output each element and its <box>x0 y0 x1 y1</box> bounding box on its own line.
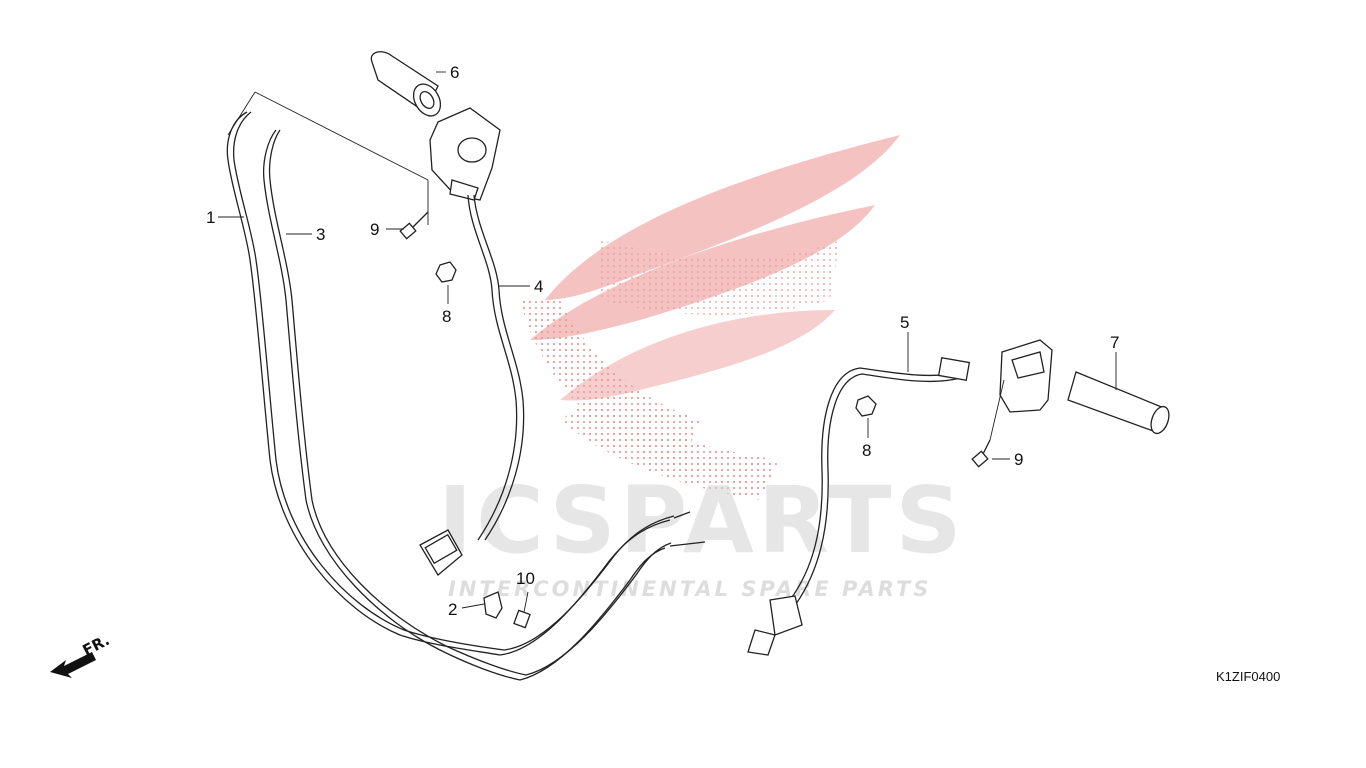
watermark-brand: ICSPARTS <box>438 467 966 574</box>
part-9-screw-left <box>399 211 429 240</box>
watermark-logo: ICSPARTS INTERCONTINENTAL SPARE PARTS <box>438 135 966 601</box>
part-4-switch-cable <box>419 194 525 576</box>
callout-7: 7 <box>1110 333 1119 352</box>
callouts: 6 1 3 9 8 4 2 10 5 7 8 9 <box>206 63 1119 619</box>
front-direction-indicator: FR. <box>50 631 113 678</box>
left-switch-housing <box>429 107 501 201</box>
callout-3: 3 <box>316 225 325 244</box>
part-8-nut-right <box>855 395 877 417</box>
leader-lines <box>218 71 1117 609</box>
part-7-grip <box>1067 371 1170 435</box>
callout-2: 2 <box>448 600 457 619</box>
callout-8-right: 8 <box>862 441 871 460</box>
front-direction-label: FR. <box>80 631 113 660</box>
callout-4: 4 <box>534 277 543 296</box>
watermark-tagline: INTERCONTINENTAL SPARE PARTS <box>448 577 931 601</box>
part-10-bolt <box>513 591 531 629</box>
callout-1: 1 <box>206 208 215 227</box>
part-5-switch-cable <box>747 356 971 656</box>
part-9-screw-right <box>971 439 991 468</box>
part-2-cable-clamp <box>483 591 503 619</box>
part-8-nut-left <box>435 261 457 283</box>
part-6-throttle-grip <box>370 51 442 117</box>
callout-6: 6 <box>450 63 459 82</box>
part-3-throttle-cable <box>262 129 706 681</box>
right-switch-housing <box>999 339 1053 413</box>
callout-8-left: 8 <box>442 307 451 326</box>
callout-9-right: 9 <box>1014 450 1023 469</box>
callout-5: 5 <box>900 313 909 332</box>
diagram-code: K1ZIF0400 <box>1216 669 1280 684</box>
callout-9-left: 9 <box>370 220 379 239</box>
callout-10: 10 <box>516 569 535 588</box>
